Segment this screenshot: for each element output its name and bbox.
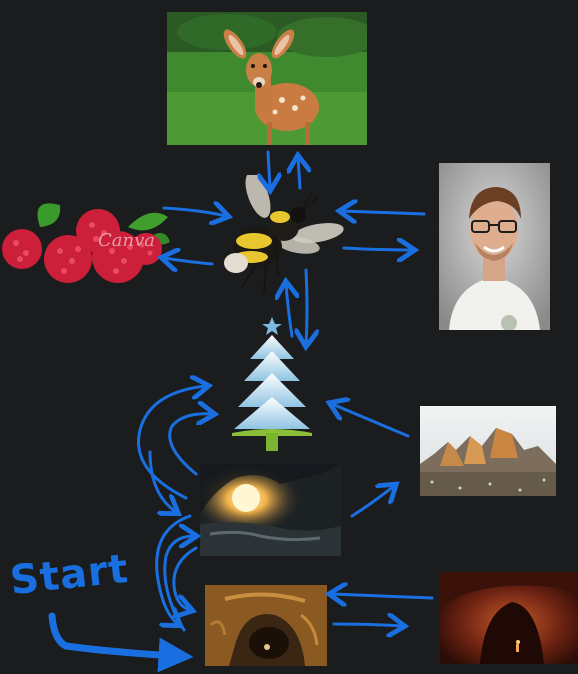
arrow-tree-to-cave-opening <box>148 450 176 512</box>
arrow-cave-opening-to-tunnel-outer <box>155 514 192 624</box>
cave-tunnel-photo <box>205 585 327 666</box>
arrow-cave-opening-to-tree-outer <box>137 386 206 500</box>
arrow-bee-to-raspberries <box>164 258 214 264</box>
pine-tree-icon <box>230 315 314 451</box>
arrow-bee-to-man <box>342 248 412 250</box>
arrow-cave-opening-to-tunnel-inner <box>174 546 198 610</box>
red-cave-photo <box>440 572 578 664</box>
arrow-cave-opening-to-mountains <box>350 486 394 518</box>
deer-photo <box>167 12 367 145</box>
arrow-man-to-bee <box>342 211 426 214</box>
bumblebee-photo <box>206 175 346 295</box>
arrow-tunnel-to-red-cave <box>332 624 402 626</box>
canva-watermark: Canva <box>98 230 155 251</box>
arrow-red-cave-to-tunnel <box>332 594 434 598</box>
smiling-man-photo <box>439 163 550 330</box>
start-label: Start <box>7 545 131 605</box>
start-arrow <box>48 612 194 673</box>
mountain-peaks-photo <box>420 406 556 496</box>
arrow-mountains-to-tree <box>332 404 410 438</box>
cave-opening-photo <box>200 464 341 556</box>
arrow-tunnel-to-cave-opening <box>163 536 194 632</box>
raspberries-photo: Canva <box>0 197 170 289</box>
